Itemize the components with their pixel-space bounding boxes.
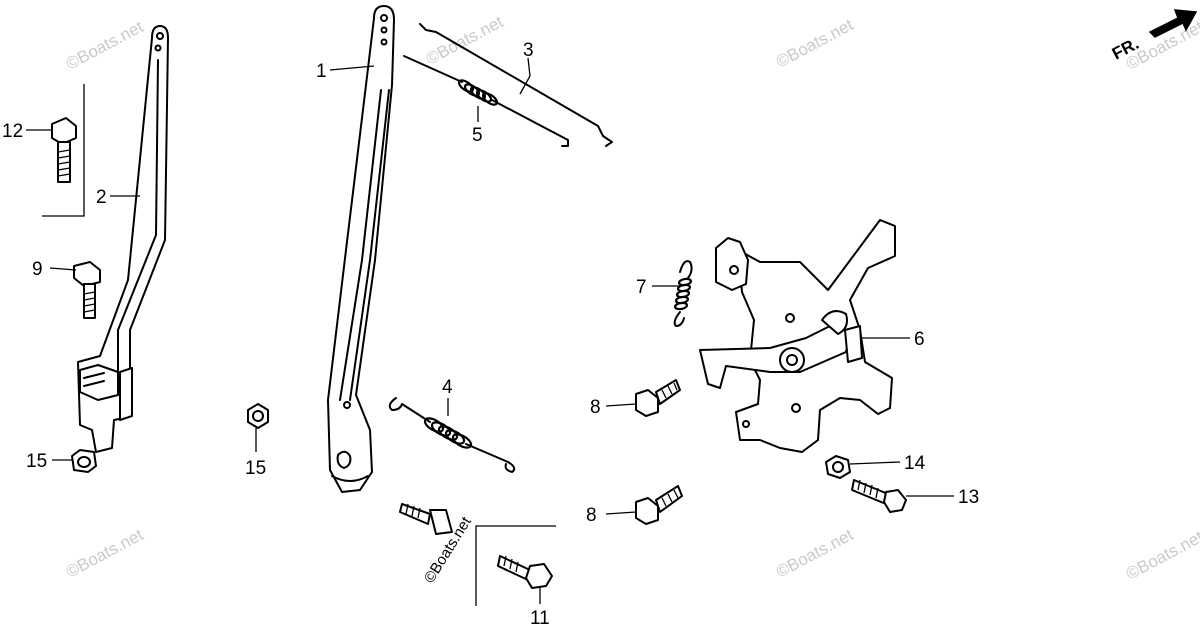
part-3-wire <box>419 23 613 147</box>
part-11-bolts <box>399 503 553 589</box>
part-1-rod <box>327 5 395 493</box>
callout-2: 2 <box>96 187 107 208</box>
part-15-nut-left <box>71 449 97 473</box>
part-14-nut <box>825 455 851 479</box>
callout-3: 3 <box>523 40 534 61</box>
watermarks: ©Boats.net ©Boats.net ©Boats.net ©Boats.… <box>63 12 1200 584</box>
callout-4: 4 <box>442 377 453 398</box>
callout-1: 1 <box>316 61 327 82</box>
callout-12: 12 <box>2 121 23 142</box>
callout-14: 14 <box>904 453 926 474</box>
watermark: ©Boats.net <box>63 525 147 582</box>
part-6-bracket <box>699 219 896 453</box>
callout-6: 6 <box>914 329 925 350</box>
part-2-rod <box>77 25 169 453</box>
callout-5: 5 <box>472 125 483 146</box>
front-arrow-icon <box>1148 9 1198 38</box>
part-8-bolt-lower <box>635 485 683 525</box>
part-7-spring <box>673 260 693 327</box>
callout-numbers: 1 2 3 4 5 6 7 8 8 9 11 12 13 14 15 15 <box>2 40 979 629</box>
callout-15-right: 15 <box>245 458 266 479</box>
part-9-bolt <box>73 261 101 319</box>
watermark: ©Boats.net <box>63 17 147 74</box>
callout-13: 13 <box>958 487 979 508</box>
watermark: ©Boats.net <box>423 12 507 69</box>
callout-15-left: 15 <box>26 451 47 472</box>
part-8-bolt-upper <box>635 379 681 417</box>
part-4-spring <box>388 397 516 473</box>
watermark: ©Boats.net <box>773 525 857 582</box>
callout-7: 7 <box>636 277 647 298</box>
callout-9: 9 <box>32 259 43 280</box>
leader-lines <box>26 57 954 604</box>
group-lines <box>42 84 556 606</box>
part-12-bolt <box>51 117 77 183</box>
callout-11: 11 <box>530 608 550 629</box>
part-15-nut-right <box>247 403 269 429</box>
part-13-bolt <box>851 479 907 513</box>
watermark: ©Boats.net <box>773 15 857 72</box>
watermark: ©Boats.net <box>1123 527 1200 584</box>
callout-8-lower: 8 <box>586 505 597 526</box>
part-5-spring <box>403 55 569 147</box>
callout-8-upper: 8 <box>590 397 601 418</box>
